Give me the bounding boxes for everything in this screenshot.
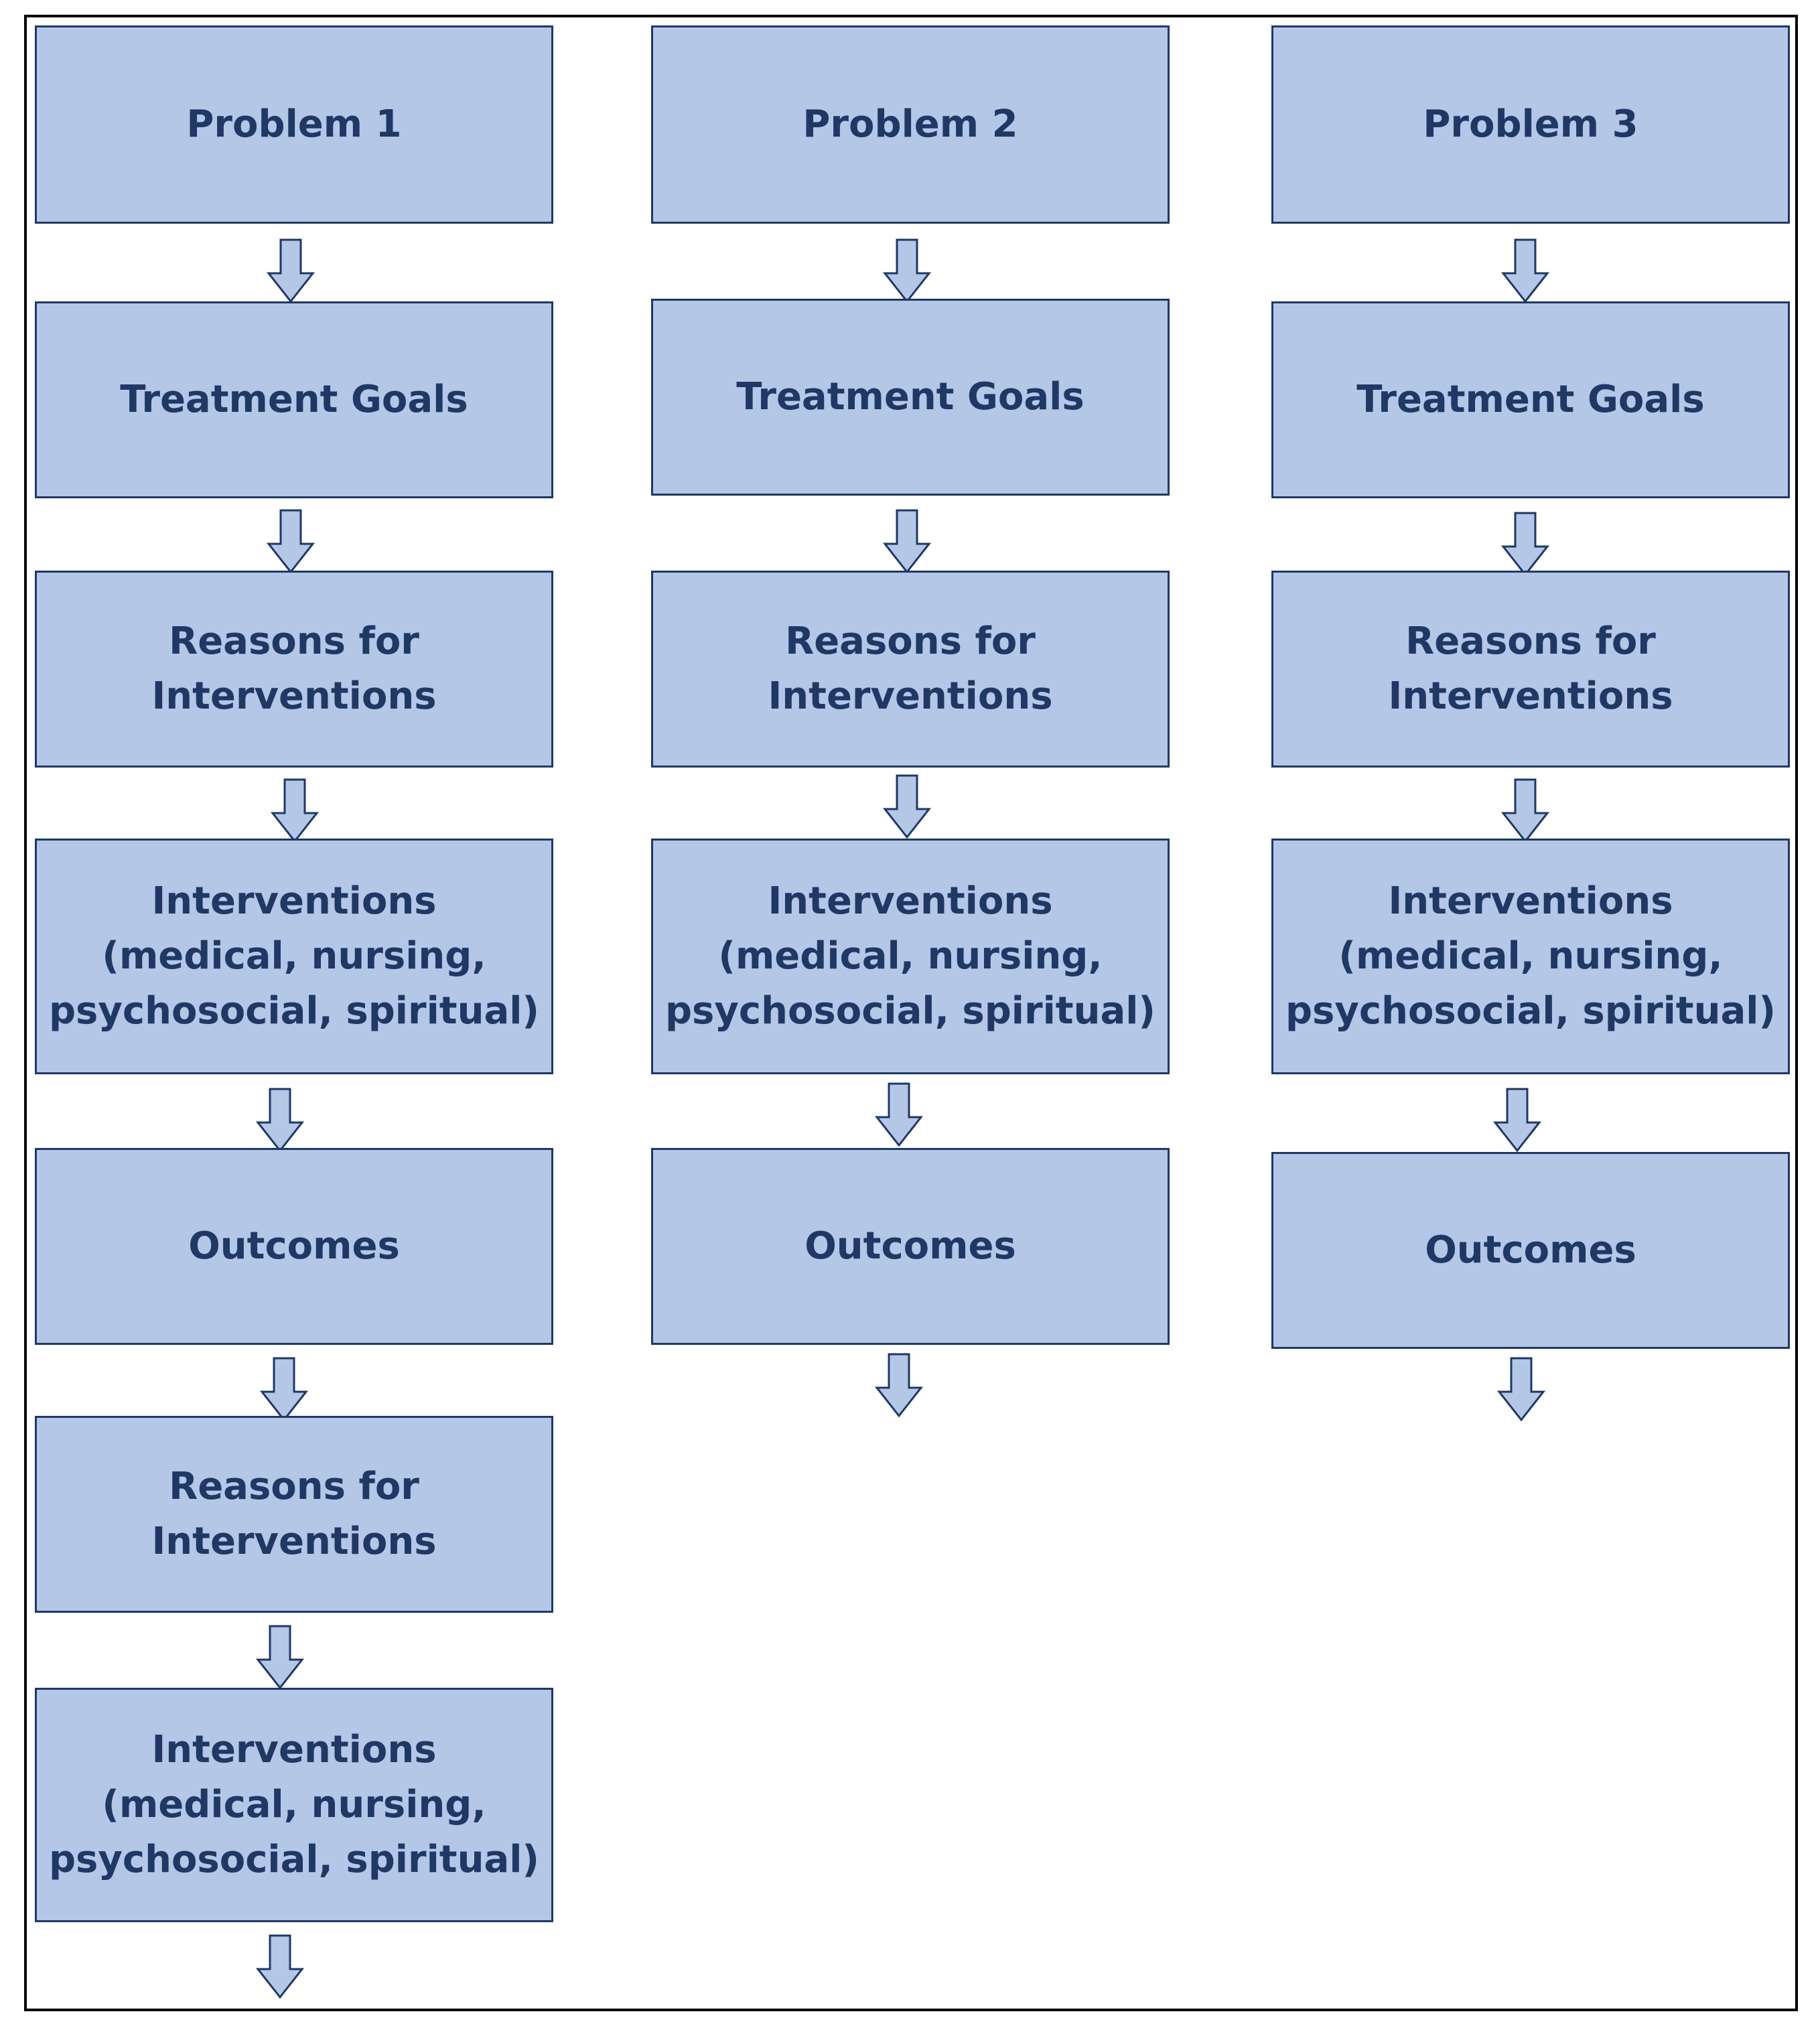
box-label-line: Outcomes — [1425, 1228, 1636, 1272]
treatment-goals-box: Treatment Goals — [1271, 301, 1790, 498]
down-arrow-icon — [1500, 238, 1550, 303]
box-label-line: psychosocial, spiritual) — [664, 989, 1156, 1033]
box-label-line: Outcomes — [804, 1224, 1016, 1268]
down-arrow-icon — [882, 774, 932, 839]
box-label-line: Interventions — [151, 674, 437, 718]
down-arrow-icon — [1496, 1357, 1546, 1422]
down-arrow-icon — [255, 1934, 305, 1999]
reasons-for-interventions-box: Reasons for Interventions — [651, 571, 1170, 768]
outcomes-box: Outcomes — [1271, 1152, 1790, 1349]
down-arrow-icon — [882, 509, 932, 574]
box-label-line: Interventions — [768, 674, 1053, 718]
treatment-goals-box: Treatment Goals — [35, 301, 553, 498]
down-arrow-icon — [266, 509, 316, 574]
down-arrow-icon — [1492, 1088, 1542, 1153]
down-arrow-icon — [874, 1082, 924, 1147]
treatment-goals-box: Treatment Goals — [651, 299, 1170, 496]
box-label-line: Treatment Goals — [1356, 378, 1705, 421]
outcomes-box: Outcomes — [651, 1148, 1170, 1345]
down-arrow-icon — [1500, 778, 1550, 843]
down-arrow-icon — [255, 1625, 305, 1690]
box-label-line: Interventions — [151, 879, 437, 923]
box-label-line: Problem 2 — [802, 102, 1018, 146]
box-label-line: Reasons for — [169, 620, 419, 663]
down-arrow-icon — [882, 238, 932, 303]
down-arrow-icon — [1500, 512, 1550, 577]
box-label-line: Problem 3 — [1423, 102, 1638, 146]
interventions-box: Interventions (medical, nursing, psychos… — [35, 839, 553, 1074]
diagram-frame: Problem 1 Treatment Goals Reasons for In… — [24, 15, 1798, 2011]
box-label-line: Interventions — [768, 879, 1053, 923]
down-arrow-icon — [874, 1353, 924, 1418]
box-label-line: Interventions — [1388, 674, 1673, 718]
box-label-line: Reasons for — [1405, 620, 1656, 663]
down-arrow-icon — [259, 1357, 309, 1422]
reasons-for-interventions-box: Reasons for Interventions — [35, 1416, 553, 1613]
down-arrow-icon — [266, 238, 316, 303]
reasons-for-interventions-box: Reasons for Interventions — [35, 571, 553, 768]
interventions-box: Interventions (medical, nursing, psychos… — [651, 839, 1170, 1074]
problem-2-box: Problem 2 — [651, 25, 1170, 224]
box-label-line: (medical, nursing, — [718, 934, 1103, 978]
box-label-line: (medical, nursing, — [102, 1783, 486, 1826]
box-label-line: psychosocial, spiritual) — [1285, 989, 1776, 1033]
box-label-line: Interventions — [1388, 879, 1673, 923]
box-label-line: Interventions — [151, 1520, 437, 1563]
box-label-line: (medical, nursing, — [102, 934, 486, 978]
interventions-box: Interventions (medical, nursing, psychos… — [1271, 839, 1790, 1074]
problem-1-box: Problem 1 — [35, 25, 553, 224]
down-arrow-icon — [270, 778, 320, 843]
problem-3-box: Problem 3 — [1271, 25, 1790, 224]
box-label-line: psychosocial, spiritual) — [48, 989, 540, 1033]
reasons-for-interventions-box: Reasons for Interventions — [1271, 571, 1790, 768]
box-label-line: Treatment Goals — [120, 378, 468, 421]
box-label-line: psychosocial, spiritual) — [48, 1838, 540, 1881]
box-label-line: Interventions — [151, 1728, 437, 1771]
box-label-line: Outcomes — [188, 1224, 400, 1268]
interventions-box: Interventions (medical, nursing, psychos… — [35, 1688, 553, 1922]
box-label-line: Reasons for — [169, 1465, 419, 1508]
down-arrow-icon — [255, 1088, 305, 1153]
box-label-line: Treatment Goals — [736, 375, 1084, 419]
box-label-line: (medical, nursing, — [1338, 934, 1723, 978]
box-label-line: Problem 1 — [186, 102, 402, 146]
box-label-line: Reasons for — [785, 620, 1036, 663]
outcomes-box: Outcomes — [35, 1148, 553, 1345]
